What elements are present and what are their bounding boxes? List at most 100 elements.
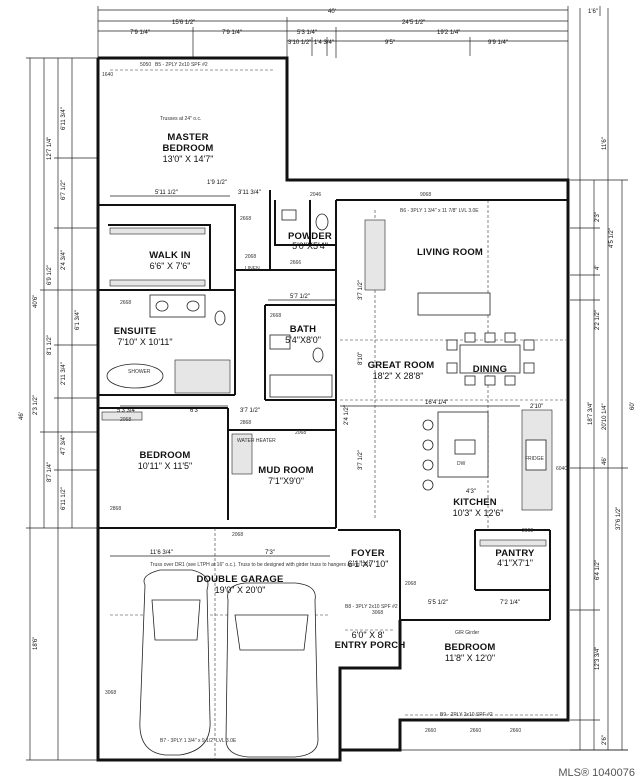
left-dim-0: 6'11 3/4" bbox=[61, 107, 67, 130]
door-tag-12: 2068 bbox=[405, 581, 416, 587]
door-tag-11: 2668 bbox=[522, 528, 533, 534]
left-dimensions bbox=[26, 57, 98, 761]
room-labels: MASTER BEDROOM 13'0" X 14'7" WALK IN 6'6… bbox=[114, 132, 535, 663]
top-dimensions: 40' 1'6" 15'6 1/2" 24'5 1/2" 7'9 1/4" 7'… bbox=[97, 6, 601, 180]
door-tag-21: 1640 bbox=[102, 72, 113, 78]
water-heater-note: WATER HEATER bbox=[237, 438, 276, 444]
inner-dim-foyer-depth: 5'5 1/2" bbox=[428, 600, 448, 606]
inner-dim-great-room-height: 8'10" bbox=[358, 352, 364, 365]
master-bedroom-label-2: BEDROOM bbox=[162, 143, 213, 154]
inner-dim-mb2: 3'11 3/4" bbox=[238, 190, 261, 196]
mud-room-label: MUD ROOM bbox=[258, 465, 313, 476]
inner-dim-great-room-height-2: 3'7 1/2" bbox=[358, 280, 364, 300]
door-tags: 2046 9068 2668 2666 2068 2668 2668 2068 … bbox=[102, 62, 567, 734]
dining-label: DINING bbox=[473, 364, 507, 375]
door-tag-17: 2660 bbox=[425, 728, 436, 734]
walk-in-label: WALK IN bbox=[149, 250, 191, 261]
door-tag-13: 2068 bbox=[232, 532, 243, 538]
inner-dim-kitchen-width: 16'4 1/4" bbox=[425, 400, 448, 406]
left-dim-12: 8'7 1/4" bbox=[47, 462, 53, 482]
fixtures bbox=[101, 209, 553, 547]
entry-porch-label: ENTRY PORCH bbox=[335, 640, 406, 651]
inner-dim-kitchen-height: 4'3" bbox=[466, 489, 476, 495]
living-room-label: LIVING ROOM bbox=[417, 247, 483, 258]
width-g-label: 9'5" bbox=[385, 40, 395, 46]
width-b-label: 7'9 1/4" bbox=[222, 30, 242, 36]
inner-dim-bath-width: 5'7 1/2" bbox=[290, 294, 310, 300]
overall-width-label: 40' bbox=[328, 9, 336, 15]
width-a-label: 7'9 1/4" bbox=[130, 30, 150, 36]
master-bedroom-label: MASTER bbox=[167, 132, 208, 143]
right-dimensions bbox=[400, 8, 628, 751]
kitchen-dims: 10'3" X 12'6" bbox=[453, 508, 504, 518]
inner-dim-garage-width-2: 7'3" bbox=[265, 550, 275, 556]
bath-label: BATH bbox=[290, 324, 316, 335]
ensuite-dims: 7'10" X 10'11" bbox=[117, 337, 172, 347]
door-tag-6: 2668 bbox=[270, 313, 281, 319]
left-dim-7: 8'1 1/2" bbox=[47, 335, 53, 355]
great-room-dims: 18'2" X 28'8" bbox=[373, 371, 424, 381]
master-bedroom-dims: 13'0" X 14'7" bbox=[163, 154, 214, 164]
inner-dimensions: 5'11 1/2" 3'11 3/4" 1'9 1/2" 5'7 1/2" 6'… bbox=[110, 180, 543, 606]
door-tag-8: 2868 bbox=[240, 420, 251, 426]
trusses-note: Trusses at 24" o.c. bbox=[160, 116, 201, 122]
width-c-label: 5'3 1/4" bbox=[297, 30, 317, 36]
great-room-label: GREAT ROOM bbox=[368, 360, 435, 371]
kitchen-label: KITCHEN bbox=[453, 497, 497, 508]
bath-dims: 5'4"X8'0" bbox=[285, 335, 321, 345]
right-dim-8: 60' bbox=[630, 402, 636, 410]
girder-note: GIR Girder bbox=[455, 630, 480, 636]
right-dim-12: 2'6" bbox=[602, 735, 608, 745]
mud-room-dims: 7'1"X9'0" bbox=[268, 476, 304, 486]
left-dim-3: 6'9 1/2" bbox=[47, 265, 53, 285]
inner-dim-mb3: 1'9 1/2" bbox=[207, 180, 227, 186]
beam-porch-note: B8 - 3PLY 2x10 SPF #2 bbox=[345, 604, 398, 610]
right-dim-2: 4'5 1/2" bbox=[609, 228, 615, 248]
bedroom-dims: 10'11" X 11'5" bbox=[138, 461, 193, 471]
door-tag-20: 6040 bbox=[556, 466, 567, 472]
pantry-label: PANTRY bbox=[495, 548, 535, 559]
left-dim-5: 40'6" bbox=[33, 295, 39, 308]
powder-dims: 5'0"X5'4" bbox=[292, 241, 328, 251]
inner-dim-bedroom-2-width: 7'2 1/4" bbox=[500, 600, 520, 606]
fridge-note: FRIDGE bbox=[525, 456, 545, 462]
left-dim-9: 46' bbox=[19, 412, 25, 420]
right-dim-10: 6'4 1/2" bbox=[595, 560, 601, 580]
inner-dim-great-room-height-4: 3'7 1/2" bbox=[358, 450, 364, 470]
inner-dim-mb1: 5'11 1/2" bbox=[155, 190, 178, 196]
door-tag-7: 2068 bbox=[120, 417, 131, 423]
inner-dim-bed-width: 6'3" bbox=[190, 408, 200, 414]
inner-dim-kitchen-right: 2'10" bbox=[530, 404, 543, 410]
door-tag-3: 2666 bbox=[290, 260, 301, 266]
ensuite-label: ENSUITE bbox=[114, 326, 157, 337]
width-f-label: 1'4 3/4" bbox=[314, 40, 334, 46]
right-dim-3: 4' bbox=[595, 266, 601, 270]
left-dim-8: 2'11 3/4" bbox=[61, 362, 67, 385]
door-tag-18: 2660 bbox=[470, 728, 481, 734]
right-dimension-labels: 11'6" 2'3" 4'5 1/2" 4' 2'2 1/2" 18'7 3/4… bbox=[588, 137, 636, 745]
pantry-dims: 4'1"X7'1" bbox=[497, 558, 533, 568]
door-tag-1: 9068 bbox=[420, 192, 431, 198]
garage-cars bbox=[139, 569, 319, 758]
linen-label: LINEN bbox=[245, 266, 260, 272]
beam-top-note: B5 - 2PLY 2x10 SPF #2 bbox=[155, 62, 208, 68]
powder-label: POWDER bbox=[288, 231, 332, 242]
right-dim-6: 20'10 1/4" bbox=[602, 403, 608, 430]
foyer-dims: 6'1"X7'10" bbox=[348, 559, 389, 569]
entry-porch-dims: 6'0" X 8' bbox=[352, 630, 385, 640]
left-dim-6: 6'1 3/4" bbox=[75, 310, 81, 330]
interior-walls bbox=[98, 190, 551, 760]
door-tag-9: 2068 bbox=[295, 430, 306, 436]
width-h-label: 9'9 1/4" bbox=[488, 40, 508, 46]
left-dim-4: 2'4 3/4" bbox=[61, 250, 67, 270]
left-dim-11: 4'7 3/4" bbox=[61, 435, 67, 455]
beam-garage-note: B7 - 3PLY 1 3/4" x 9 1/2" LVL 3.0E bbox=[160, 738, 237, 744]
inner-dim-bed-width-2: 3'7 1/2" bbox=[240, 408, 260, 414]
left-dimension-labels: 6'11 3/4" 12'7 1/4" 6'7 1/2" 6'9 1/2" 2'… bbox=[19, 107, 81, 650]
width-e-label: 3'10 1/2" bbox=[288, 40, 311, 46]
foyer-label: FOYER bbox=[351, 548, 385, 559]
inner-dim-bed-length: 5'3 3/4" bbox=[117, 408, 137, 414]
bedroom-2-dims: 11'8" X 12'0" bbox=[445, 653, 495, 663]
shower-note: SHOWER bbox=[128, 369, 151, 375]
right-dim-0: 11'6" bbox=[602, 137, 608, 150]
